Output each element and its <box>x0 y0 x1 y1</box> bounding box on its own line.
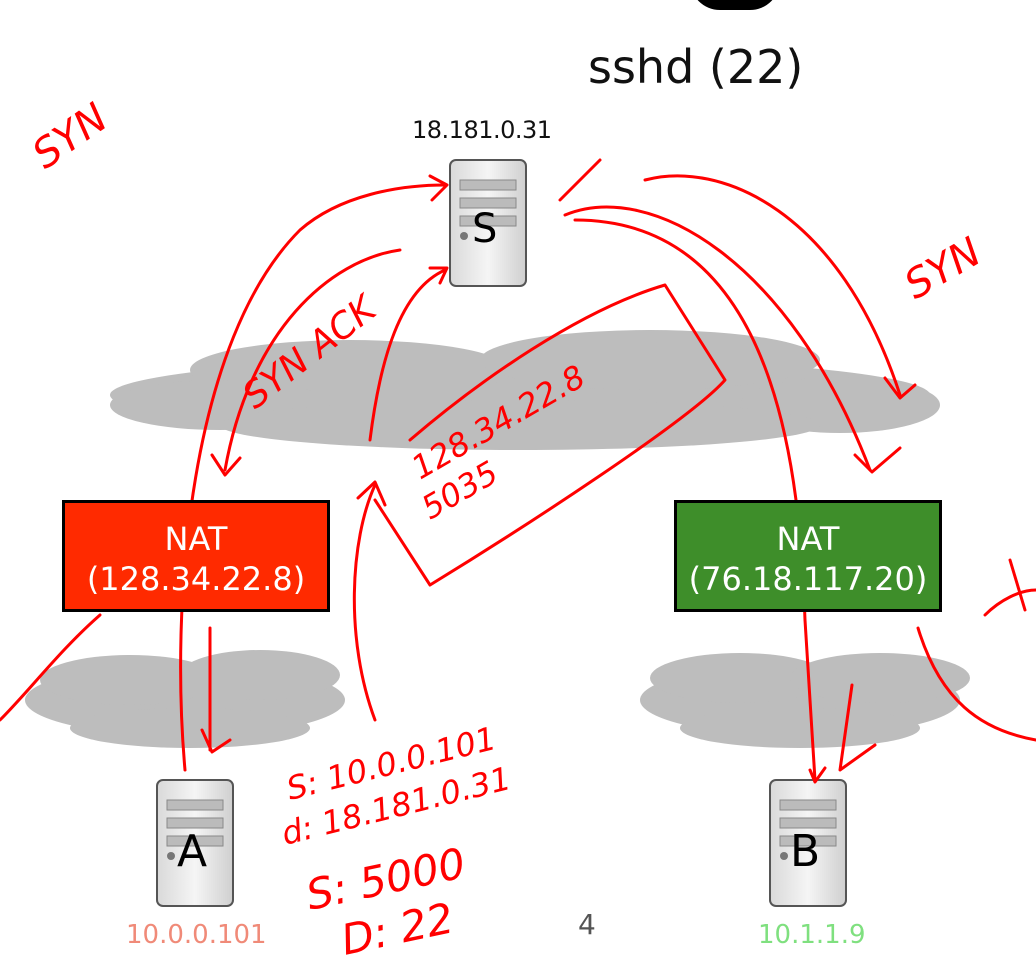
handwritten-arrows <box>0 158 1036 784</box>
nat-b-title: NAT <box>776 520 840 558</box>
title-fragment <box>690 0 780 10</box>
nat-a-title: NAT <box>164 520 228 558</box>
nat-b-ip: (76.18.117.20) <box>688 560 928 598</box>
nat-a-ip: (128.34.22.8) <box>86 560 306 598</box>
host-a-ip: 10.0.0.101 <box>126 920 267 950</box>
server-ip: 18.181.0.31 <box>412 116 552 144</box>
service-label: sshd (22) <box>588 40 804 94</box>
nat-b-box: NAT (76.18.117.20) <box>674 500 942 612</box>
server-s-icon <box>449 159 527 287</box>
private-cloud-a <box>25 650 345 748</box>
syn-left-label: SYN <box>24 95 116 178</box>
private-cloud-b <box>640 653 970 748</box>
host-a-icon <box>156 779 234 907</box>
internet-cloud <box>110 330 940 450</box>
syn-right-label: SYN <box>897 229 989 309</box>
host-b-icon <box>769 779 847 907</box>
page-number: 4 <box>578 908 596 941</box>
host-a-letter: A <box>177 826 208 877</box>
nat-a-box: NAT (128.34.22.8) <box>62 500 330 612</box>
host-b-letter: B <box>790 826 821 877</box>
server-letter: S <box>472 206 498 252</box>
host-b-ip: 10.1.1.9 <box>758 920 866 950</box>
